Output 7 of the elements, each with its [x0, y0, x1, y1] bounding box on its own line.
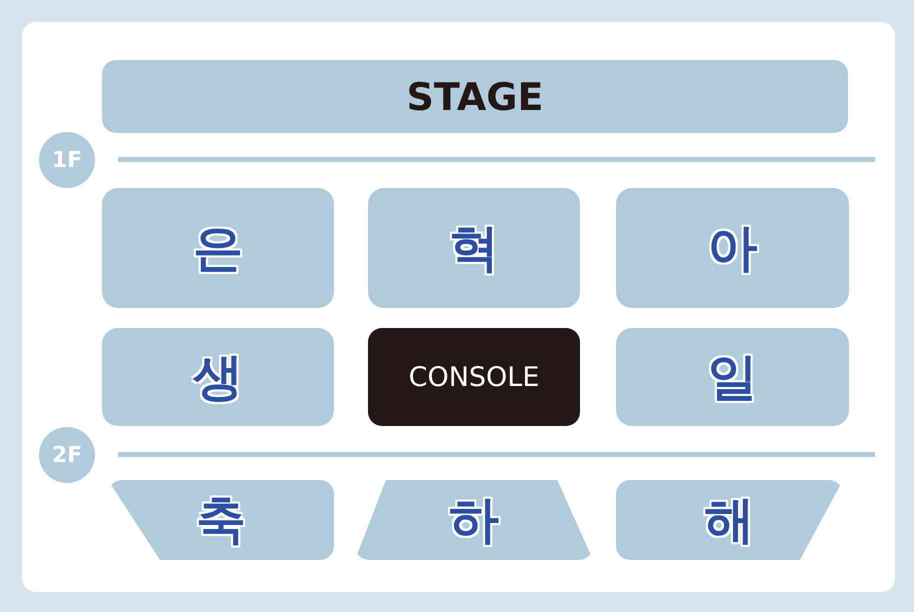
console-box: CONSOLE [368, 328, 580, 426]
seat-block: 일 [616, 328, 849, 426]
seat-block: 혁 [368, 188, 580, 308]
stage-box: STAGE [102, 60, 848, 133]
seat-block: 아 [616, 188, 849, 308]
seat-block: 은 [102, 188, 334, 308]
seat-block: 생 [102, 328, 334, 426]
